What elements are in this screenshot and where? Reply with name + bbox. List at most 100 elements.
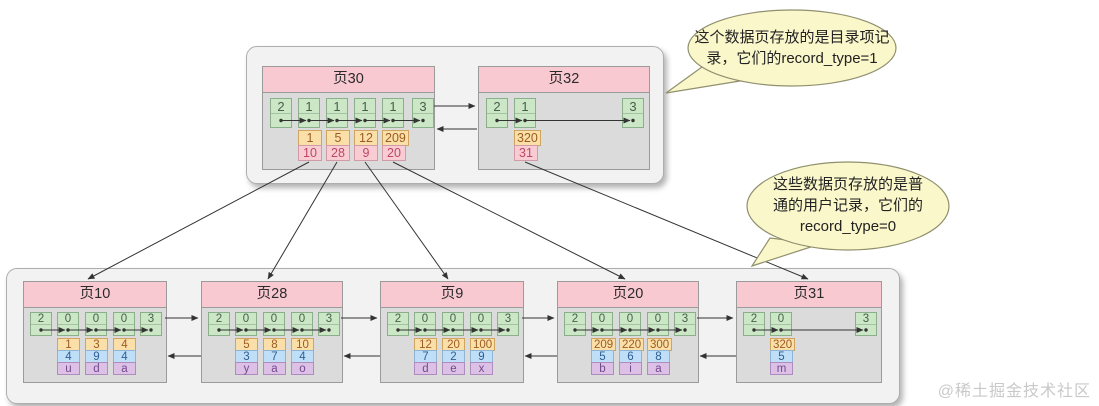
record-type-box: 1 <box>326 98 348 128</box>
user-record: 0 10 4 o <box>291 312 314 375</box>
supremum-record: 3 <box>855 312 877 336</box>
record-type-box: 0 <box>647 312 669 336</box>
user-record: 0 12 7 d <box>414 312 437 375</box>
infimum-record: 2 <box>30 312 52 336</box>
record-type-value: 3 <box>681 313 689 324</box>
next-record-pointer <box>209 324 229 335</box>
page-title: 页30 <box>263 67 434 93</box>
record-type-value: 3 <box>504 313 512 324</box>
page-box-32: 页32 2 1 320 31 3 <box>478 66 650 170</box>
record-type-box: 0 <box>291 312 313 336</box>
user-record: 0 5 3 y <box>235 312 258 375</box>
page-title: 页10 <box>24 282 166 308</box>
user-record: 0 100 9 x <box>470 312 496 375</box>
next-record-pointer <box>648 324 668 335</box>
bubble-line: 录，它们的record_type=1 <box>706 50 878 67</box>
child-page-cell: 28 <box>326 145 350 161</box>
next-record-pointer <box>443 324 463 335</box>
user-record: 0 4 4 a <box>113 312 136 375</box>
record-type-box: 2 <box>30 312 52 336</box>
record-type-value: 3 <box>419 99 427 113</box>
supremum-record: 3 <box>412 98 434 128</box>
directory-record: 1 12 9 <box>354 98 378 161</box>
next-record-pointer <box>271 113 291 127</box>
record-type-value: 3 <box>147 313 155 324</box>
column3-cell: x <box>470 362 493 375</box>
bubble-text-user: 这些数据页存放的是普 通的用户记录，它们的 record_type=0 <box>752 174 944 237</box>
column3-cell: o <box>291 362 314 375</box>
record-type-box: 2 <box>208 312 230 336</box>
record-type-value: 2 <box>571 313 579 324</box>
infimum-record: 2 <box>743 312 765 336</box>
next-record-pointer <box>388 324 408 335</box>
column3-cell: a <box>113 362 136 375</box>
record-type-box: 2 <box>564 312 586 336</box>
page-body: 2 0 320 5 m 3 <box>737 308 881 382</box>
record-type-box: 0 <box>619 312 641 336</box>
record-type-value: 0 <box>242 313 250 324</box>
next-record-pointer <box>592 324 612 335</box>
column3-cell: d <box>414 362 437 375</box>
column3-cell: i <box>619 362 642 375</box>
infimum-record: 2 <box>564 312 586 336</box>
record-type-box: 0 <box>414 312 436 336</box>
next-record-pointer <box>415 324 435 335</box>
record-type-box: 3 <box>497 312 519 336</box>
next-record-pointer <box>675 324 695 335</box>
record-type-value: 0 <box>92 313 100 324</box>
key-cell: 220 <box>619 338 645 351</box>
next-record-pointer <box>471 324 491 335</box>
next-record-pointer <box>114 324 134 335</box>
infimum-record: 2 <box>270 98 292 128</box>
column3-cell: b <box>591 362 614 375</box>
directory-record: 1 1 10 <box>298 98 322 161</box>
next-record-pointer <box>264 324 284 335</box>
record-type-box: 0 <box>263 312 285 336</box>
next-record-pointer <box>141 324 161 335</box>
infimum-record: 2 <box>486 98 508 128</box>
record-type-value: 0 <box>449 313 457 324</box>
column3-cell: a <box>263 362 286 375</box>
record-type-value: 0 <box>270 313 278 324</box>
user-record: 0 20 2 e <box>442 312 465 375</box>
record-type-value: 1 <box>389 99 397 113</box>
record-type-box: 0 <box>470 312 492 336</box>
next-record-pointer <box>327 113 347 127</box>
watermark: @稀土掘金技术社区 <box>937 383 1091 400</box>
record-type-value: 1 <box>521 99 529 113</box>
record-type-box: 0 <box>57 312 79 336</box>
next-record-pointer <box>383 113 403 127</box>
next-record-pointer <box>319 324 339 335</box>
record-type-box: 2 <box>387 312 409 336</box>
key-cell: 320 <box>514 130 541 146</box>
key-cell: 100 <box>470 338 496 351</box>
next-record-pointer <box>31 324 51 335</box>
page-body: 2 1 320 31 3 <box>479 93 649 169</box>
key-cell: 12 <box>414 338 437 351</box>
next-record-pointer <box>487 113 507 127</box>
record-type-value: 2 <box>394 313 402 324</box>
record-type-value: 2 <box>277 99 285 113</box>
next-record-pointer <box>565 324 585 335</box>
user-record: 0 8 7 a <box>263 312 286 375</box>
next-record-pointer <box>86 324 106 335</box>
record-type-box: 0 <box>442 312 464 336</box>
page-title: 页9 <box>381 282 523 308</box>
next-record-pointer <box>515 113 535 127</box>
page-title: 页32 <box>479 67 649 93</box>
next-record-pointer <box>744 324 764 335</box>
page-body: 2 1 1 10 1 5 28 <box>263 93 434 169</box>
record-type-value: 3 <box>629 99 637 113</box>
record-type-box: 0 <box>235 312 257 336</box>
next-record-pointer <box>58 324 78 335</box>
page-body: 2 0 209 5 b 0 220 6 i <box>558 308 698 382</box>
page-box-20: 页20 2 0 209 5 b 0 <box>557 281 699 383</box>
next-record-pointer <box>413 113 433 127</box>
column2-cell: 2 <box>442 350 465 363</box>
next-record-pointer <box>620 324 640 335</box>
page-title: 页20 <box>558 282 698 308</box>
column3-cell: d <box>85 362 108 375</box>
supremum-record: 3 <box>140 312 162 336</box>
record-type-value: 1 <box>361 99 369 113</box>
